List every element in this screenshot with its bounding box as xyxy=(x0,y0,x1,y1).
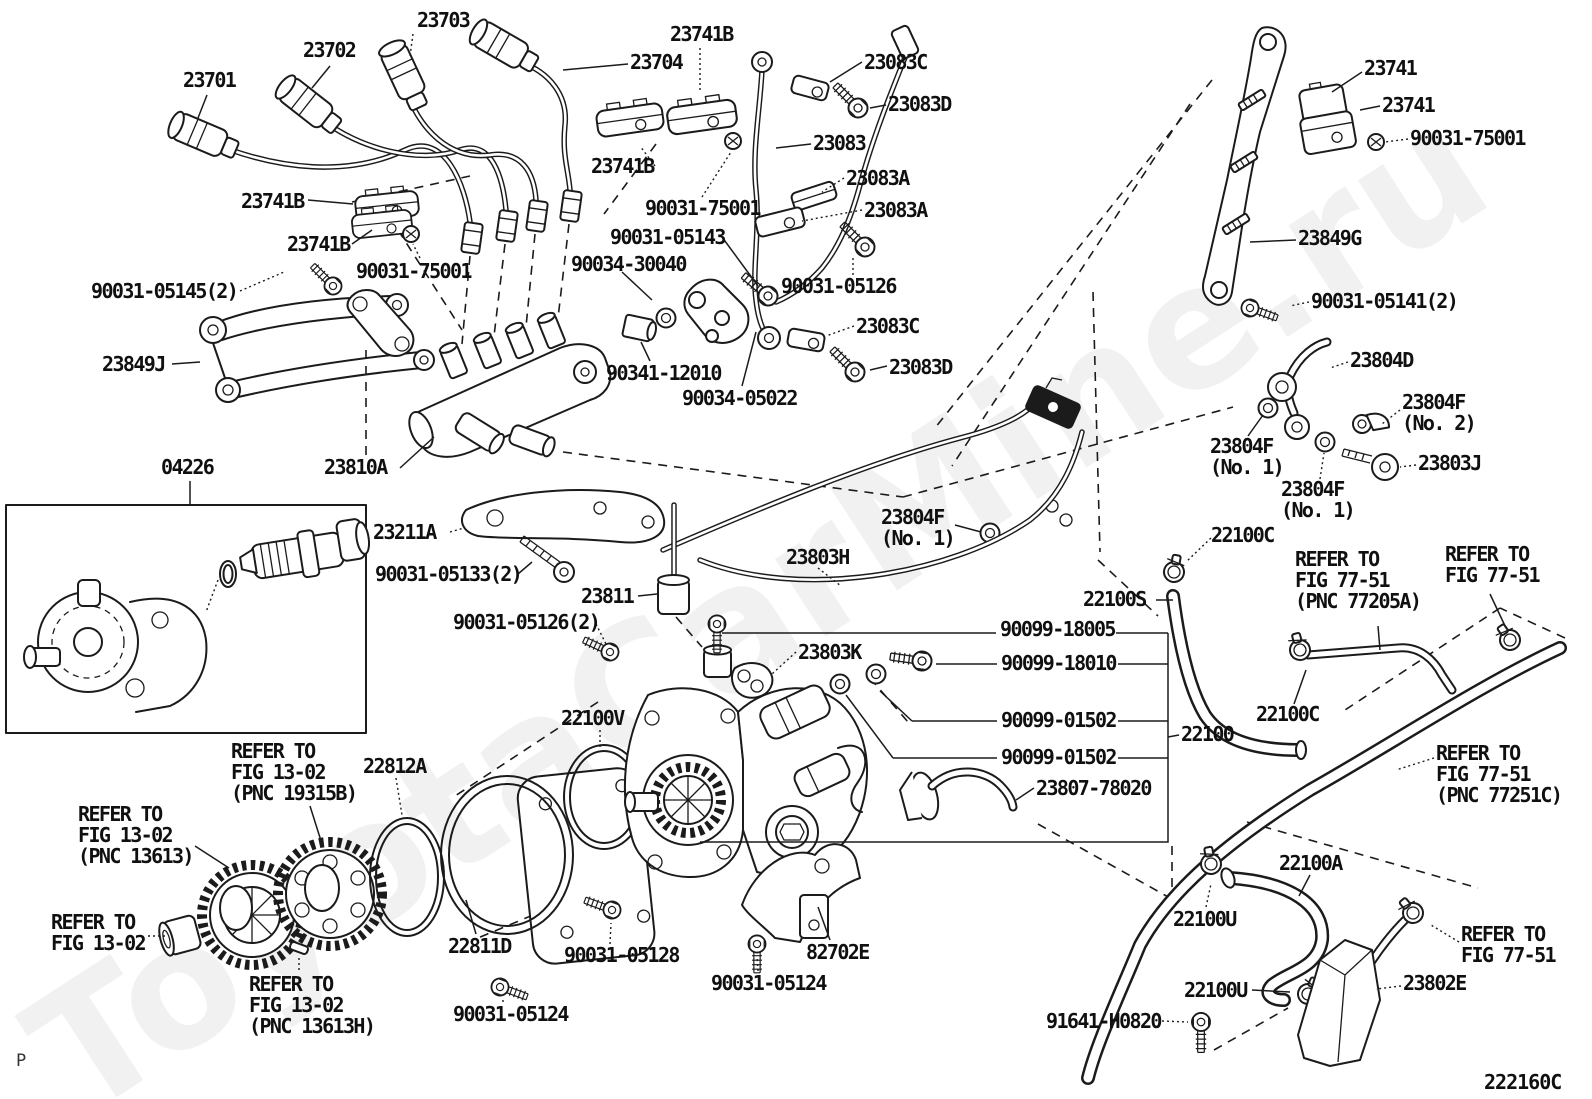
bracket-23849G xyxy=(1202,26,1385,327)
fuel-hoses xyxy=(700,552,1567,1085)
fuel-rail xyxy=(408,311,612,458)
banjo-parts xyxy=(979,337,1399,544)
mount-brackets xyxy=(199,289,666,583)
bracket-82702E xyxy=(488,843,861,1006)
injection-pipes xyxy=(164,15,742,345)
supply-pump xyxy=(516,574,934,965)
pump-box-04226 xyxy=(5,481,371,734)
leak-pipes xyxy=(621,24,920,387)
fuel-pipes-centre xyxy=(660,377,1085,583)
pump-rear-ring xyxy=(440,775,574,935)
doc-number: 222160C xyxy=(1484,1070,1562,1094)
corner-letter: P xyxy=(16,1051,27,1071)
leader-lines xyxy=(148,33,1507,1023)
